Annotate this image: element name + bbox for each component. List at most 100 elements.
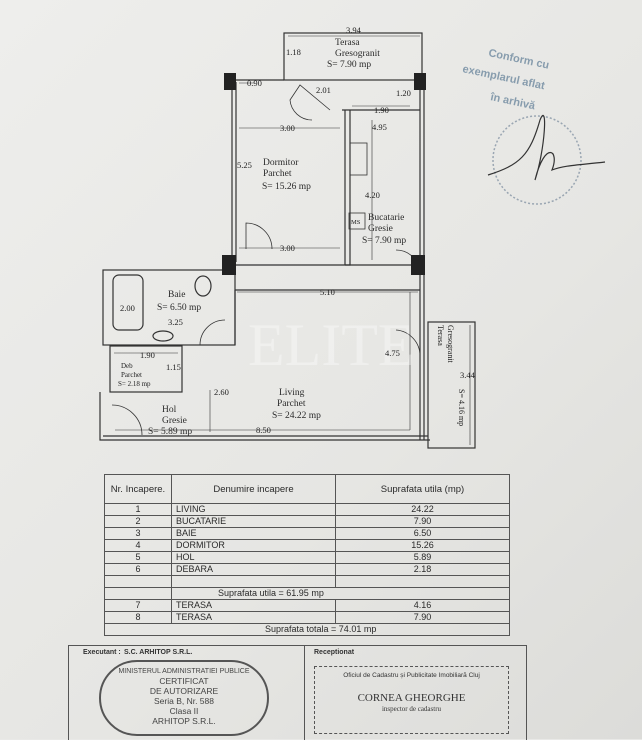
room-name: DEBARA xyxy=(171,563,336,576)
dimension: 1.15 xyxy=(166,362,181,372)
room-name: TERASA xyxy=(171,599,336,612)
svg-text:în arhivă: în arhivă xyxy=(488,91,537,113)
receptionat-label: Receptionat xyxy=(314,649,355,656)
dimension: 3.00 xyxy=(280,243,295,253)
dimension: 3.94 xyxy=(346,25,362,35)
row-number: 5 xyxy=(104,551,172,564)
dimension: 1.90 xyxy=(140,350,155,360)
dimension: 2.00 xyxy=(120,303,135,313)
room-area: S= 7.90 mp xyxy=(327,60,371,70)
signature xyxy=(487,114,606,181)
room-name: Deb xyxy=(121,362,133,370)
executant: S.C. ARHITOP S.R.L. xyxy=(124,649,193,656)
authorization-stamp: MINISTERUL ADMINISTRATIEI PUBLICE CERTIF… xyxy=(99,660,269,736)
row-number: 3 xyxy=(104,527,172,540)
dimension: 2.01 xyxy=(316,85,331,95)
room-area: S= 5.89 mp xyxy=(148,427,192,437)
signature-block: Executant : S.C. ARHITOP S.R.L. Receptio… xyxy=(68,645,527,740)
toilet xyxy=(194,275,212,297)
room-floor: Parchet xyxy=(121,371,142,379)
row-number: 6 xyxy=(104,563,172,576)
room-name: HOL xyxy=(171,551,336,564)
room-area: 7.90 xyxy=(335,515,510,528)
ms-label: MS xyxy=(351,219,361,226)
row-number: 8 xyxy=(104,611,172,624)
storage-outline xyxy=(109,345,183,393)
dimension: 5.10 xyxy=(320,287,335,297)
bathtub xyxy=(112,274,144,331)
row-number: 2 xyxy=(104,515,172,528)
room-floor: Gresogranit xyxy=(446,325,455,364)
room-area: 2.18 xyxy=(335,563,510,576)
room-area: S= 4.16 mp xyxy=(457,389,466,426)
dimension: 4.95 xyxy=(372,122,387,132)
room-area: S= 7.90 mp xyxy=(362,236,406,246)
room-floor: Gresogranit xyxy=(335,49,380,59)
dimension: 8.50 xyxy=(256,425,271,435)
room-name: Hol xyxy=(162,405,177,415)
room-floor: Gresie xyxy=(162,416,187,426)
dimension: 3.25 xyxy=(168,317,183,327)
dimension: 3.00 xyxy=(280,123,295,133)
ms-box xyxy=(348,212,366,230)
round-seal xyxy=(492,115,582,205)
pillar xyxy=(411,255,425,275)
room-area: 6.50 xyxy=(335,527,510,540)
bedroom-walls xyxy=(231,80,351,266)
dimension: 0.90 xyxy=(247,78,262,88)
room-name: Terasa xyxy=(335,38,360,48)
pillar xyxy=(224,73,236,90)
total: Suprafata totala = 74.01 mp xyxy=(104,623,510,636)
room-area: S= 6.50 mp xyxy=(157,303,201,313)
terrace-top-outline xyxy=(283,32,423,81)
room-name: Living xyxy=(279,388,305,398)
room-area: 7.90 xyxy=(335,611,510,624)
watermark: ELITE xyxy=(248,312,415,378)
dimension: 5.25 xyxy=(237,160,252,170)
pillar xyxy=(414,73,426,90)
col-header-name: Denumire incapere xyxy=(171,474,336,504)
room-area: S= 2.18 mp xyxy=(118,380,151,388)
dimension: 2.60 xyxy=(214,387,229,397)
room-name: BAIE xyxy=(171,527,336,540)
svg-text:Conform cu: Conform cu xyxy=(487,47,550,72)
room-name: LIVING xyxy=(171,503,336,516)
room-area: 4.16 xyxy=(335,599,510,612)
room-name: Baie xyxy=(168,290,185,300)
pillar xyxy=(222,255,236,275)
areas-table: Nr. Incapere. Denumire incapere Suprafat… xyxy=(104,474,510,636)
dimension: 1.18 xyxy=(286,47,301,57)
row-number: 1 xyxy=(104,503,172,516)
dimension: 3.44 xyxy=(460,370,476,380)
row-number: 4 xyxy=(104,539,172,552)
dimension: 4.20 xyxy=(365,190,380,200)
terrace-side-outline xyxy=(427,321,476,449)
room-name: DORMITOR xyxy=(171,539,336,552)
room-name: Bucatarie xyxy=(368,213,404,223)
inspector-stamp: Oficiul de Cadastru și Publicitate Imobi… xyxy=(314,666,509,734)
room-name: Dormitor xyxy=(263,158,299,168)
room-name: BUCATARIE xyxy=(171,515,336,528)
dimension: 1.90 xyxy=(374,105,389,115)
room-floor: Parchet xyxy=(277,399,306,409)
archive-stamp: Conform cu exemplarul aflat în arhivă xyxy=(461,47,550,112)
room-area: S= 15.26 mp xyxy=(262,182,311,192)
room-floor: Parchet xyxy=(263,169,292,179)
room-name: TERASA xyxy=(171,611,336,624)
room-area: S= 24.22 mp xyxy=(272,411,321,421)
col-header-area: Suprafata utila (mp) xyxy=(335,474,510,504)
subtotal: Suprafata utila = 61.95 mp xyxy=(171,587,510,600)
row-number: 7 xyxy=(104,599,172,612)
room-area: 5.89 xyxy=(335,551,510,564)
room-area: 15.26 xyxy=(335,539,510,552)
room-area: 24.22 xyxy=(335,503,510,516)
